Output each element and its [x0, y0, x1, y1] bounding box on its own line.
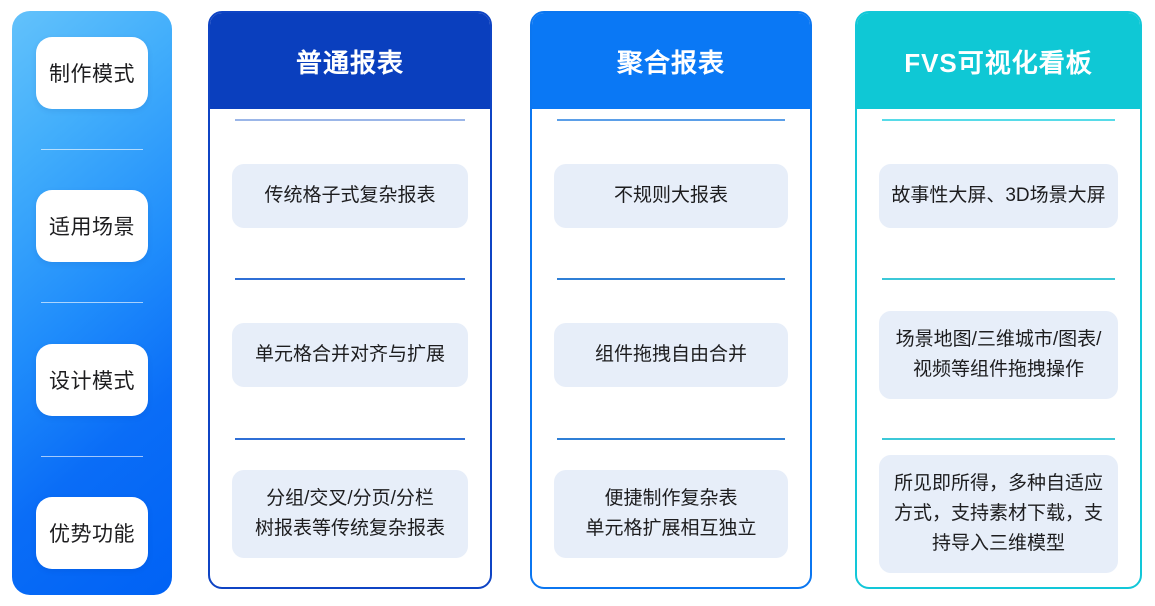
column-body: 传统格子式复杂报表 单元格合并对齐与扩展 分组/交叉/分页/分栏 树报表等传统复… — [210, 109, 490, 587]
row-label-design-mode[interactable]: 设计模式 — [36, 343, 148, 416]
column-section-advantages: 便捷制作复杂表 单元格扩展相互独立 — [554, 428, 788, 587]
section-divider — [557, 278, 785, 281]
row-label-text: 设计模式 — [49, 369, 135, 393]
section-divider — [882, 437, 1115, 440]
column-body: 不规则大报表 组件拖拽自由合并 便捷制作复杂表 单元格扩展相互独立 — [532, 109, 810, 587]
column-cell: 场景地图/三维城市/图表/视频等组件拖拽操作 — [879, 310, 1118, 399]
column-section-use-case: 传统格子式复杂报表 — [232, 109, 468, 268]
column-section-design-mode: 单元格合并对齐与扩展 — [232, 268, 468, 427]
column-body: 故事性大屏、3D场景大屏 场景地图/三维城市/图表/视频等组件拖拽操作 所见即所… — [857, 109, 1140, 587]
row-label-divider-wrap-1 — [12, 109, 172, 190]
row-label-text: 优势功能 — [49, 522, 135, 546]
column-section-use-case: 故事性大屏、3D场景大屏 — [879, 109, 1118, 268]
column-cell: 分组/交叉/分页/分栏 树报表等传统复杂报表 — [232, 470, 468, 559]
column-section-design-mode: 组件拖拽自由合并 — [554, 268, 788, 427]
column-card-fvs-dashboard[interactable]: FVS可视化看板 故事性大屏、3D场景大屏 场景地图/三维城市/图表/视频等组件… — [855, 11, 1142, 589]
column-header: FVS可视化看板 — [857, 13, 1140, 109]
column-cell: 所见即所得，多种自适应方式，支持素材下载，支持导入三维模型 — [879, 455, 1118, 574]
row-label-production-mode[interactable]: 制作模式 — [36, 37, 148, 109]
column-header: 聚合报表 — [532, 13, 810, 109]
column-section-advantages: 所见即所得，多种自适应方式，支持素材下载，支持导入三维模型 — [879, 428, 1118, 587]
column-section-advantages: 分组/交叉/分页/分栏 树报表等传统复杂报表 — [232, 428, 468, 587]
section-divider — [235, 119, 465, 121]
section-divider — [235, 437, 465, 440]
row-label-text: 制作模式 — [49, 63, 135, 86]
column-header: 普通报表 — [210, 13, 490, 109]
section-divider — [235, 278, 465, 281]
section-divider — [557, 119, 785, 121]
row-label-divider-wrap-3 — [12, 416, 172, 497]
column-cell: 故事性大屏、3D场景大屏 — [879, 163, 1118, 228]
row-divider — [41, 455, 143, 457]
column-card-aggregate-report[interactable]: 聚合报表 不规则大报表 组件拖拽自由合并 便捷制作复杂表 单元格扩展相互独立 — [530, 11, 812, 589]
column-section-use-case: 不规则大报表 — [554, 109, 788, 268]
column-title: FVS可视化看板 — [904, 47, 1093, 78]
column-section-design-mode: 场景地图/三维城市/图表/视频等组件拖拽操作 — [879, 268, 1118, 427]
row-divider — [41, 149, 143, 151]
column-cell: 组件拖拽自由合并 — [554, 322, 788, 387]
row-label-advantages[interactable]: 优势功能 — [36, 496, 148, 569]
row-label-column: 制作模式 适用场景 设计模式 优势功能 — [12, 11, 172, 595]
section-divider — [882, 278, 1115, 281]
column-cell: 单元格合并对齐与扩展 — [232, 322, 468, 387]
row-divider — [41, 302, 143, 304]
column-title: 聚合报表 — [616, 47, 725, 78]
column-title: 普通报表 — [295, 47, 404, 78]
column-cell: 便捷制作复杂表 单元格扩展相互独立 — [554, 470, 788, 559]
row-label-divider-wrap-2 — [12, 262, 172, 343]
column-cell: 传统格子式复杂报表 — [232, 163, 468, 228]
section-divider — [557, 437, 785, 440]
section-divider — [882, 119, 1115, 121]
row-label-use-case[interactable]: 适用场景 — [36, 190, 148, 263]
column-cell: 不规则大报表 — [554, 163, 788, 228]
row-label-text: 适用场景 — [49, 216, 135, 240]
column-card-standard-report[interactable]: 普通报表 传统格子式复杂报表 单元格合并对齐与扩展 分组/交叉/分页/分栏 树报… — [208, 11, 492, 589]
